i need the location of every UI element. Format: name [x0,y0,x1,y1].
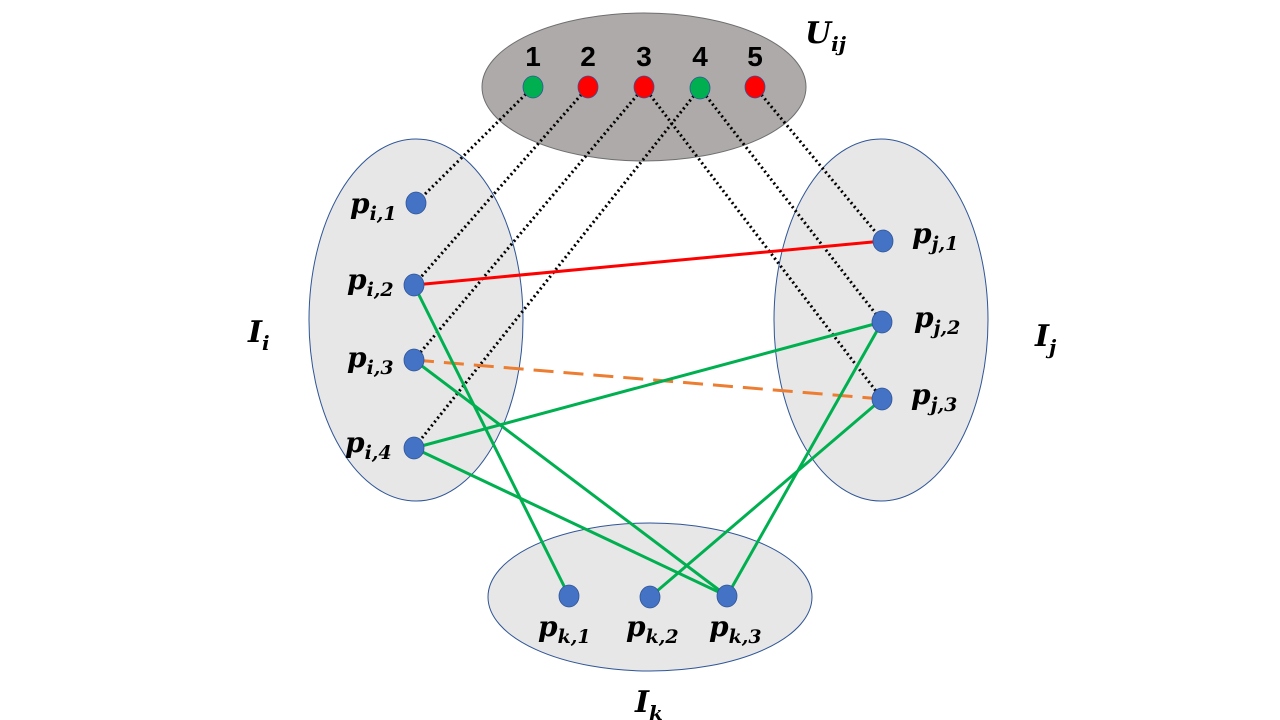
node-pi4 [403,436,425,460]
edge-pi2-pj1 [413,239,884,287]
edge-pk2-pj3 [649,397,883,599]
node-label-pi3: pi,3 [347,341,394,379]
set-i-label-sub: i [262,331,270,355]
node-label-pj1: pj,1 [912,217,958,255]
node-label-pj3-sub: j,3 [927,394,958,416]
set-i-label: Ii [247,315,270,355]
node-u3 [633,75,655,99]
node-u5 [744,75,766,99]
set-i-label-main: I [247,315,263,350]
node-label-pk3-sub: k,3 [729,626,762,648]
node-label-pk3-main: p [709,610,729,643]
edge-pi2-pk1 [412,284,571,597]
universe-label-sub: ij [831,32,847,56]
universe-label-main: U [805,16,833,51]
node-pj1 [872,229,894,253]
node-label-pi4-main: p [345,426,365,459]
node-label-pj2-sub: j,2 [930,317,961,339]
node-u4 [689,76,711,100]
node-label-pj1-main: p [912,217,932,250]
node-label-pk2-sub: k,2 [646,626,679,648]
node-label-pi3-main: p [347,341,367,374]
node-label-pk1-sub: k,1 [558,626,591,648]
set-k-label: Ik [634,685,663,720]
node-pi3 [403,348,425,372]
edge-pi3-pj3 [413,358,883,401]
edge-u2-pi2 [412,86,590,286]
universe-number-1: 1 [525,41,541,72]
node-label-pk2: pk,2 [626,610,679,648]
edge-u4-pi4 [412,87,702,449]
node-label-pi4-sub: i,4 [365,442,392,464]
nodes-layer [403,75,894,609]
node-label-pj1-sub: j,1 [928,233,959,255]
node-pi2 [403,273,425,297]
node-label-pi1-sub: i,1 [370,203,397,225]
node-label-pj2: pj,2 [914,301,960,339]
set-j-label-main: I [1034,319,1050,354]
universe-number-2: 2 [580,41,596,72]
node-label-pj3-main: p [911,378,931,411]
node-label-pj2-main: p [914,301,934,334]
edge-pk3-pj2 [725,321,884,597]
edge-pi4-pj2 [413,320,883,450]
edges-layer [412,85,885,599]
edge-u5-pj1 [753,86,885,242]
edge-pi4-pk3 [413,446,728,598]
node-label-pk3: pk,3 [709,610,762,648]
set-i-ellipse [308,138,524,502]
set-k-label-main: I [634,685,650,720]
node-label-pj3: pj,3 [911,378,957,416]
node-pi1 [405,191,427,215]
node-u1 [522,75,544,99]
universe-number-5: 5 [747,41,763,72]
node-pk2 [639,585,661,609]
set-k-label-sub: k [649,701,663,720]
node-pj2 [871,310,893,334]
edge-u3-pj3 [642,86,884,400]
node-label-pi1-main: p [350,187,370,220]
node-label-pi2: pi,2 [347,263,394,301]
universe-label: Uij [805,16,847,56]
node-u2 [577,75,599,99]
node-label-pk1: pk,1 [538,610,591,648]
node-label-pk1-main: p [538,610,558,643]
node-label-pi2-sub: i,2 [367,279,394,301]
node-label-pi1: pi,1 [350,187,397,225]
universe-number-4: 4 [692,41,708,72]
node-label-pk2-main: p [626,610,646,643]
node-pk1 [558,584,580,608]
node-pj3 [871,387,893,411]
set-j-label: Ij [1034,319,1057,359]
node-label-pi4: pi,4 [345,426,392,464]
node-label-pi2-main: p [347,263,367,296]
edge-pi3-pk3 [413,358,728,598]
node-label-pi3-sub: i,3 [367,357,394,379]
node-pk3 [716,584,738,608]
universe-number-3: 3 [636,41,652,72]
